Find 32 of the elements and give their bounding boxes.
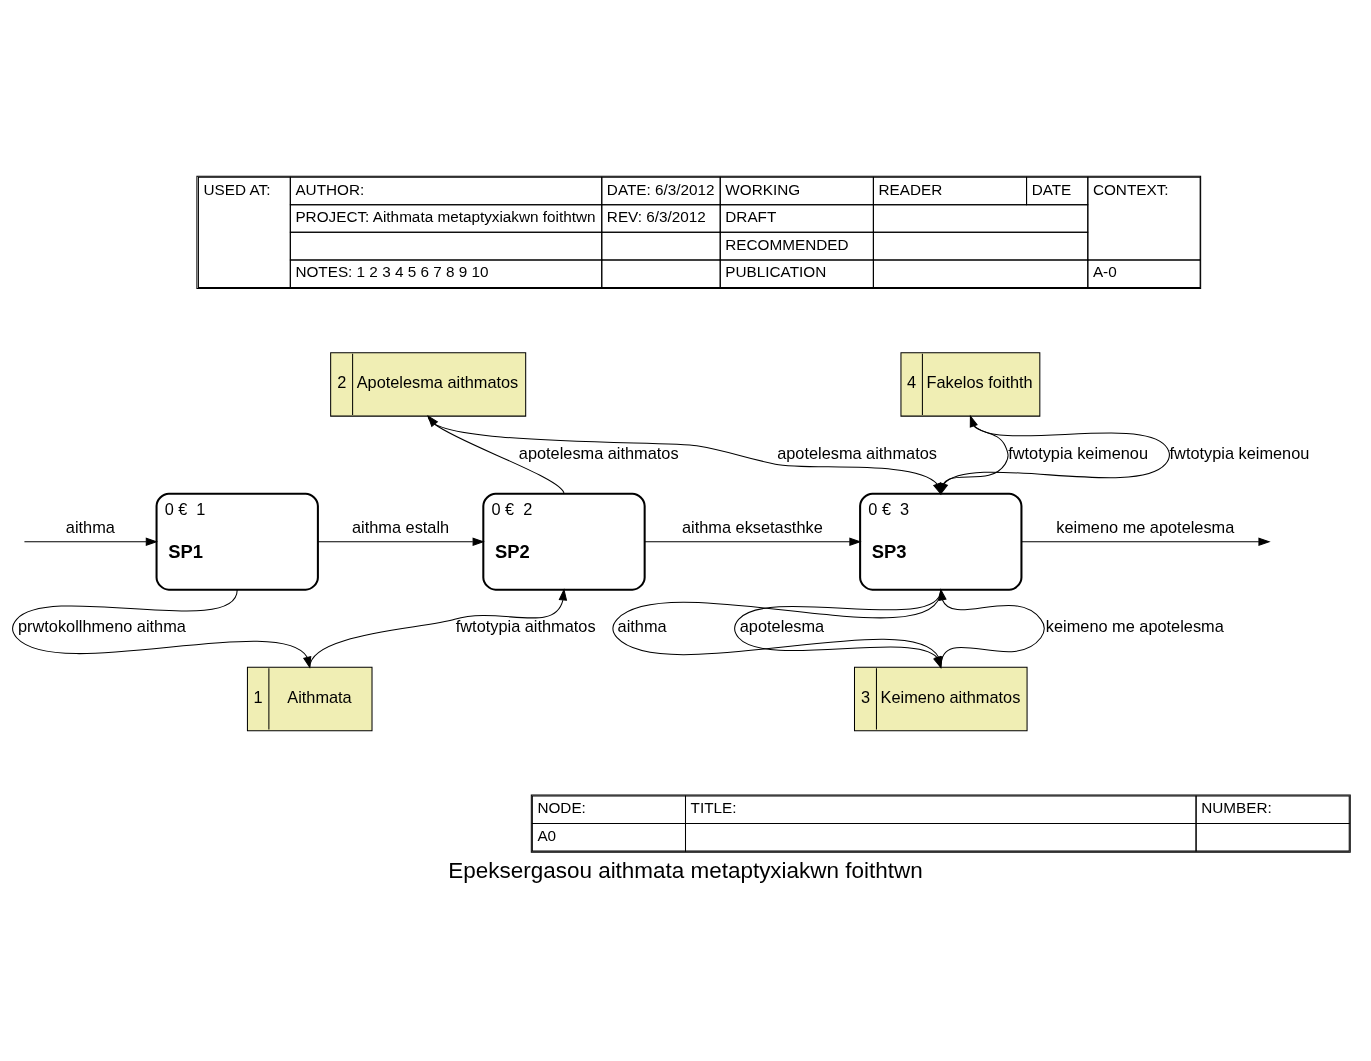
- label: RECOMMENDED: [725, 235, 849, 253]
- diagram-title: Epeksergasou aithmata metaptyxiakwn foithtwn: [448, 858, 923, 884]
- edge-label: fwtotypia keimenou: [1008, 443, 1149, 462]
- label: WORKING: [725, 180, 801, 198]
- label: CONTEXT:: [1092, 180, 1169, 198]
- label: NUMBER:: [1201, 799, 1272, 817]
- label: PUBLICATION: [725, 263, 827, 281]
- edge-label: apotelesma aithmatos: [777, 443, 937, 462]
- label: PROJECT: Aithmata metaptyxiakwn foithtwn: [295, 208, 596, 226]
- label: A-0: [1092, 263, 1117, 281]
- label: READER: [878, 180, 943, 198]
- label: DATE: 6/3/2012: [606, 180, 715, 198]
- label: DATE: [1031, 180, 1072, 198]
- label: NOTES: 1 2 3 4 5 6 7 8 9 10: [295, 263, 489, 281]
- edge-label: aithma: [65, 518, 115, 537]
- edge-label: aithma: [617, 617, 667, 636]
- edge-label: prwtokollhmeno aithma: [17, 617, 186, 636]
- edge-label: keimeno me apotelesma: [1056, 518, 1235, 537]
- edge-label: keimeno me apotelesma: [1045, 617, 1224, 636]
- label: REV: 6/3/2012: [606, 208, 706, 226]
- edge-label: aithma eksetasthke: [682, 518, 823, 537]
- edge-label: apotelesma: [739, 617, 825, 636]
- label: AUTHOR:: [295, 180, 365, 198]
- label: A0: [537, 826, 557, 844]
- edge-label: apotelesma aithmatos: [518, 443, 679, 462]
- label: USED AT:: [203, 180, 271, 198]
- edge-label: fwtotypia aithmatos: [455, 617, 596, 636]
- label: TITLE:: [690, 799, 737, 817]
- edge-label: fwtotypia keimenou: [1169, 443, 1310, 462]
- edge-label: aithma estalh: [352, 518, 450, 537]
- label: DRAFT: [725, 208, 777, 226]
- label: NODE:: [537, 799, 586, 817]
